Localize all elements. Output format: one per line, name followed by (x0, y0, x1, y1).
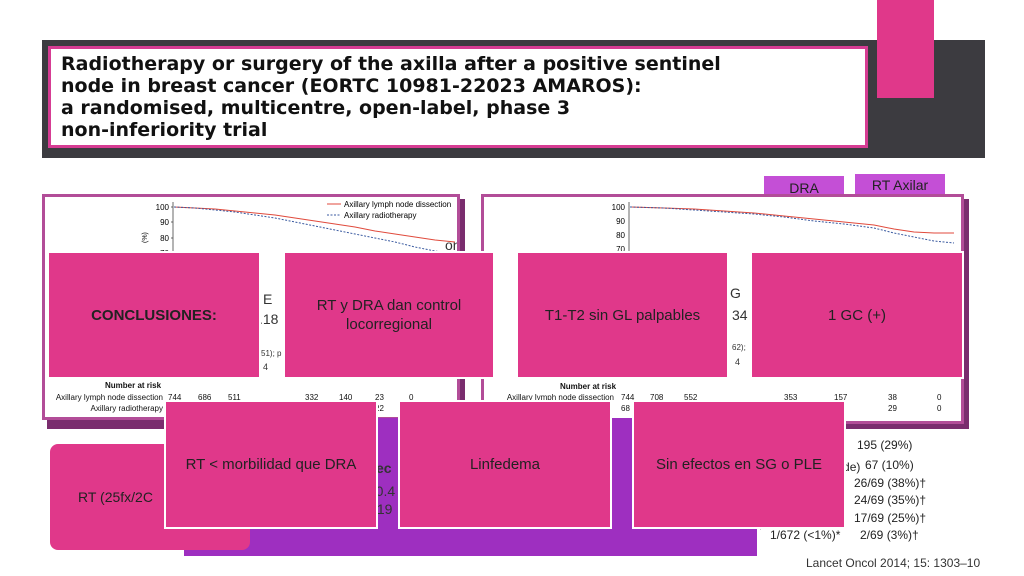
overlay-t1t2[interactable]: T1-T2 sin GL palpables (516, 251, 729, 379)
right-risk-r1-v4: 353 (784, 393, 798, 402)
fragment-34: 34 (732, 307, 748, 323)
table-cell-r6-right: 17/69 (25%)† (854, 511, 927, 525)
fragment-e: E (263, 291, 273, 307)
right-risk-r1-v1: 744 (621, 393, 635, 402)
fragment-on: on (445, 237, 460, 253)
overlay-linfedema[interactable]: Linfedema (398, 400, 612, 529)
fragment-g: G (730, 285, 741, 301)
left-risk-title: Number at risk (105, 381, 162, 390)
corner-accent-bar (877, 0, 934, 98)
right-risk-r1-v7: 0 (937, 393, 942, 402)
curve-radiotherapy (629, 206, 955, 244)
ytick-100: 100 (612, 203, 626, 212)
title-line-1: Radiotherapy or surgery of the axilla af… (61, 53, 721, 75)
left-risk-row-2-label: Axillary radiotherapy (90, 404, 163, 413)
legend-dissection: Axillary lymph node dissection (344, 200, 451, 209)
right-survival-chart: 100 90 80 70 (612, 202, 955, 257)
left-risk-r1-v1: 744 (168, 393, 182, 402)
right-risk-r1-v3: 552 (684, 393, 698, 402)
citation: Lancet Oncol 2014; 15: 1303–10 (806, 556, 981, 570)
fragment-e18: .18 (259, 311, 279, 327)
title-line-4: non-inferiority trial (61, 119, 268, 141)
ytick-90: 90 (616, 217, 625, 226)
rt-fraction-text: RT (25fx/2C (78, 489, 153, 505)
right-risk-r2-v6: 29 (888, 404, 897, 413)
overlay-sin-efectos[interactable]: Sin efectos en SG o PLE (632, 400, 846, 529)
slide-title-box: Radiotherapy or surgery of the axilla af… (48, 46, 868, 148)
right-risk-r1-v2: 708 (650, 393, 664, 402)
right-risk-title: Number at risk (560, 382, 617, 391)
curve-dissection (173, 206, 456, 243)
left-risk-r2-v6: 22 (375, 404, 384, 413)
left-risk-r1-v4: 332 (305, 393, 319, 402)
left-risk-row-1-label: Axillary lymph node dissection (55, 393, 163, 402)
overlay-rt-dra-control[interactable]: RT y DRA dan control locorregional (283, 251, 495, 379)
right-risk-r2-v7: 0 (937, 404, 942, 413)
table-cell-r2-right: 67 (10%) (865, 458, 914, 472)
fragment-ec: ec (376, 460, 392, 476)
fragment-p51: 51); p (261, 349, 282, 358)
overlay-conclusiones[interactable]: CONCLUSIONES: (47, 251, 261, 379)
right-risk-r1-v6: 38 (888, 393, 897, 402)
title-line-3: a randomised, multicentre, open-label, p… (61, 97, 571, 119)
overlay-gc[interactable]: 1 GC (+) (750, 251, 964, 379)
table-cell-r1-right: 195 (29%) (857, 438, 913, 452)
table-cell-r7-right: 2/69 (3%)† (860, 528, 919, 542)
right-risk-row-1-label: Axillary lymph node dissection (506, 393, 614, 402)
tag-dra: DRA (764, 176, 844, 197)
ytick-80: 80 (160, 234, 169, 243)
left-risk-r1-v7: 0 (409, 393, 414, 402)
left-risk-r1-v5: 140 (339, 393, 353, 402)
table-cell-r4-right: 26/69 (38%)† (854, 476, 927, 490)
curve-dissection (629, 206, 954, 234)
legend-radiotherapy: Axillary radiotherapy (344, 211, 416, 220)
fragment-four: 4 (735, 357, 741, 367)
table-cell-r5-right: 24/69 (35%)† (854, 493, 927, 507)
left-risk-r1-v2: 686 (198, 393, 212, 402)
fragment-p62: 62); (732, 343, 746, 352)
tag-rt-axilar: RT Axilar (855, 174, 945, 197)
right-risk-r2-v1: 68 (621, 404, 630, 413)
ylabel: (%) (142, 232, 149, 243)
left-risk-r1-v3: 511 (228, 393, 241, 402)
ytick-100: 100 (156, 203, 170, 212)
left-risk-r1-v6: 23 (375, 393, 384, 402)
fragment-four: 4 (263, 362, 269, 372)
ytick-80: 80 (616, 231, 625, 240)
overlay-rt-morbilidad[interactable]: RT < morbilidad que DRA (164, 400, 378, 529)
title-line-2: node in breast cancer (EORTC 10981-22023… (61, 75, 642, 97)
ytick-70: 70 (616, 245, 625, 254)
table-cell-r7-left: 1/672 (<1%)* (770, 528, 841, 542)
ytick-90: 90 (160, 218, 169, 227)
right-risk-r1-v5: 157 (834, 393, 848, 402)
